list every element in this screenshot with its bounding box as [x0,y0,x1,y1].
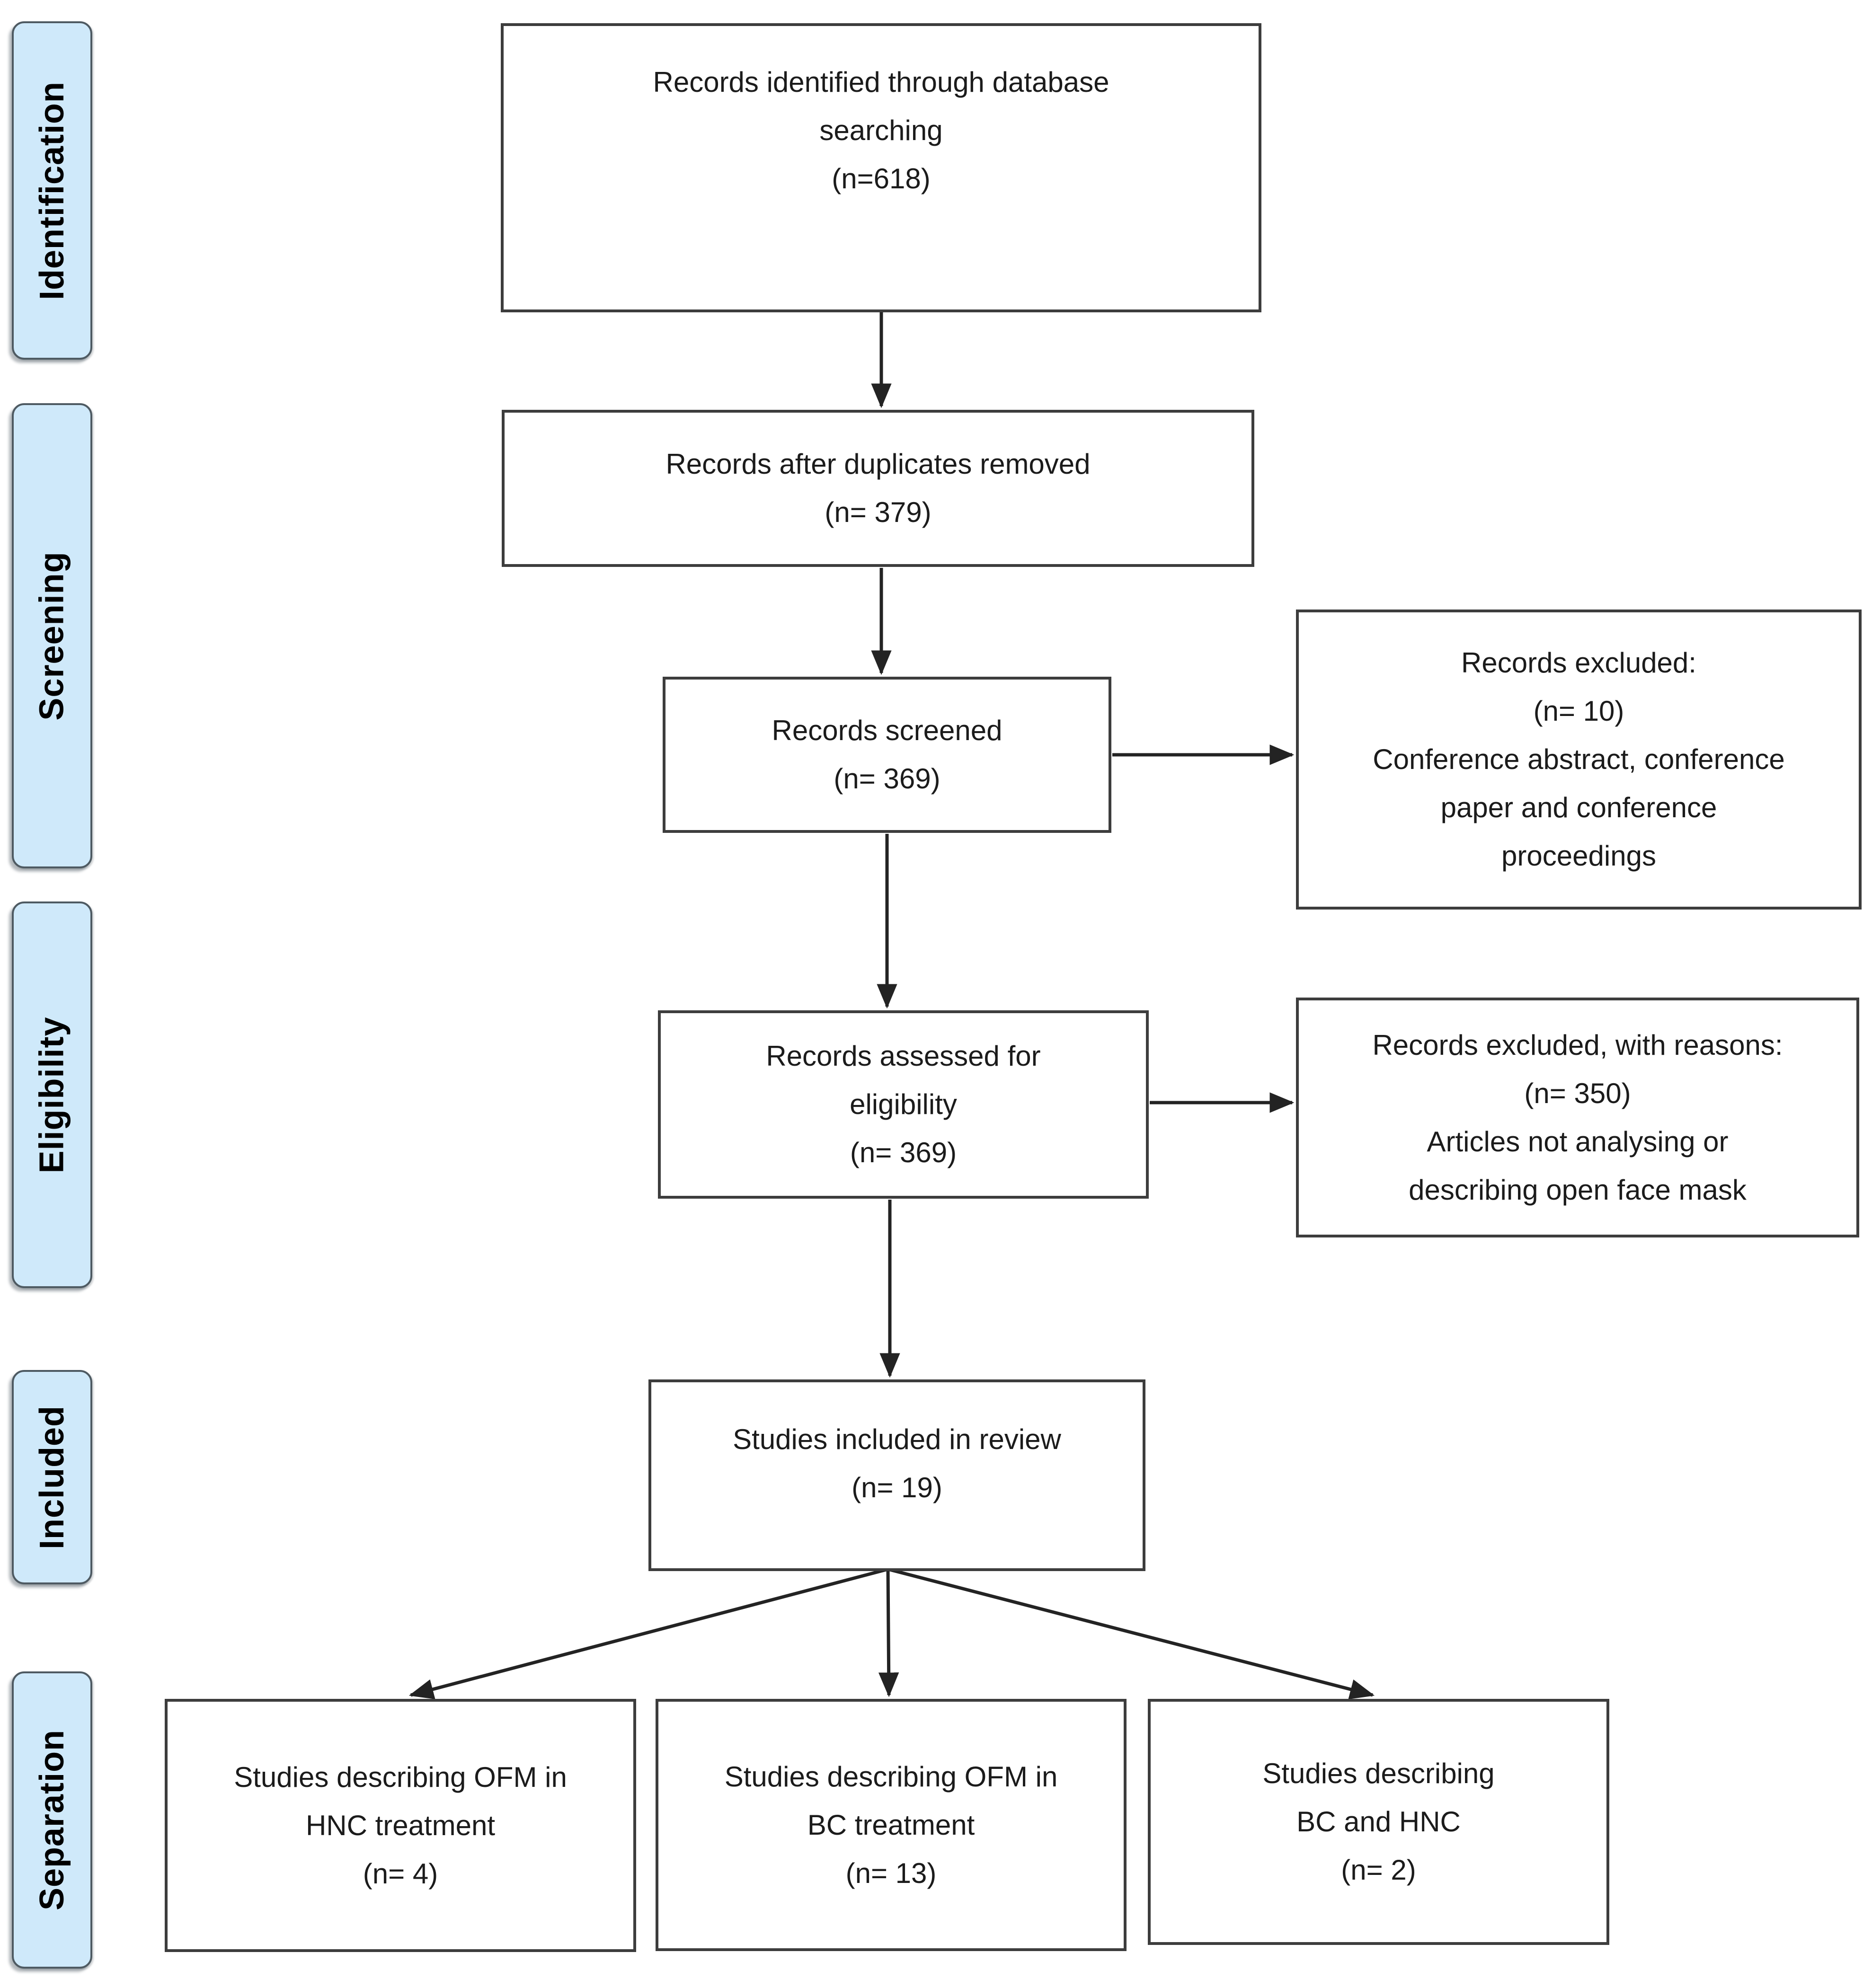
stage-label-included: Included [12,1370,92,1584]
box-records-identified: Records identified through database sear… [501,23,1261,312]
box-studies-ofm-hnc: Studies describing OFM in HNC treatment … [165,1699,636,1952]
box-records-assessed: Records assessed for eligibility (n= 369… [658,1010,1149,1199]
box-records-excluded-reasons: Records excluded, with reasons: (n= 350)… [1296,998,1859,1237]
box-records-excluded-screening: Records excluded: (n= 10) Conference abs… [1296,610,1862,910]
box-records-assessed-text: Records assessed for eligibility (n= 369… [766,1040,1041,1168]
box-records-excluded-reasons-text: Records excluded, with reasons: (n= 350)… [1372,1029,1783,1206]
box-studies-included: Studies included in review (n= 19) [648,1379,1145,1571]
box-duplicates-removed-text: Records after duplicates removed (n= 379… [665,448,1091,528]
stage-label-included-text: Included [33,1405,71,1549]
stage-label-identification-text: Identification [33,81,71,300]
arrow-included-to-ofm-bc [878,1569,899,1697]
box-records-excluded-screening-text: Records excluded: (n= 10) Conference abs… [1373,647,1785,872]
box-studies-ofm-bc-text: Studies describing OFM in BC treatment (… [724,1760,1058,1889]
box-studies-ofm-hnc-text: Studies describing OFM in HNC treatment … [234,1761,567,1890]
box-records-screened-text: Records screened (n= 369) [772,715,1003,795]
box-records-identified-text: Records identified through database sear… [653,66,1109,194]
stage-label-separation-text: Separation [33,1729,71,1911]
box-studies-bc-hnc: Studies describing BC and HNC (n= 2) [1148,1699,1609,1945]
box-records-screened: Records screened (n= 369) [663,677,1111,833]
stage-label-eligibility-text: Eligibility [33,1016,71,1174]
stage-label-screening-text: Screening [33,551,71,721]
arrow-included-to-bc-hnc [887,1567,1375,1699]
arrow-included-to-ofm-hnc [408,1567,888,1699]
stage-label-separation: Separation [12,1671,92,1969]
stage-label-eligibility: Eligibility [12,901,92,1288]
stage-label-identification: Identification [12,21,92,360]
box-studies-bc-hnc-text: Studies describing BC and HNC (n= 2) [1262,1758,1495,1886]
box-duplicates-removed: Records after duplicates removed (n= 379… [502,410,1254,567]
box-studies-ofm-bc: Studies describing OFM in BC treatment (… [656,1699,1127,1951]
box-studies-included-text: Studies included in review (n= 19) [733,1423,1061,1503]
stage-label-screening: Screening [12,403,92,868]
